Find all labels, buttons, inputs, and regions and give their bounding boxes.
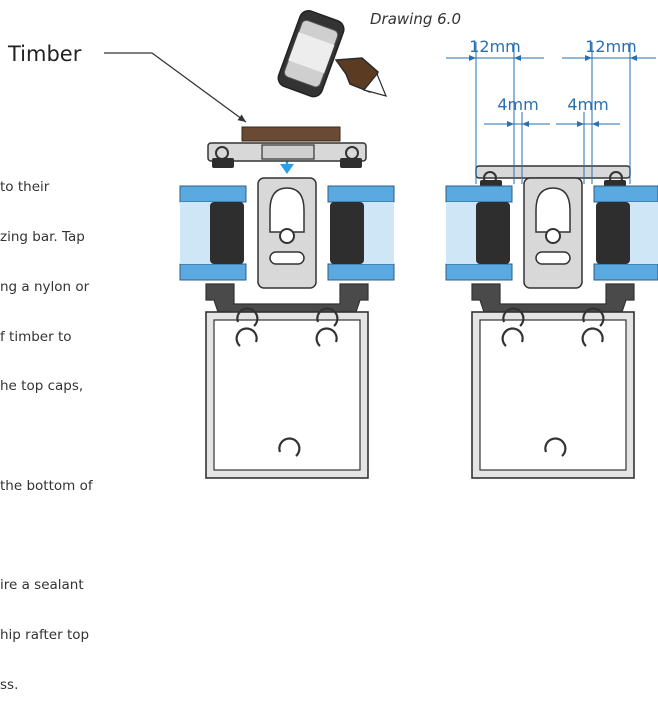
instruction-line: f timber to: [0, 328, 72, 345]
instruction-line: hip rafter top: [0, 627, 90, 644]
instruction-line: to their: [0, 179, 50, 196]
dimension-12mm-right-label: 12mm: [585, 37, 637, 56]
dimension-4mm-right: 4mm: [556, 95, 620, 127]
glazing-bar-diagram: Drawing 6.0 Timber: [7, 9, 658, 479]
instruction-line: ng a nylon or: [0, 278, 90, 295]
timber-leader-line: [104, 52, 247, 123]
instruction-line: [0, 528, 190, 545]
instruction-text: to their zing bar. Tap ng a nylon or f t…: [0, 146, 190, 710]
glazing-bar-left: [179, 142, 395, 479]
dimension-12mm-right: 12mm: [562, 37, 656, 61]
drawing-title: Drawing 6.0: [370, 10, 461, 28]
timber-block: [241, 126, 341, 142]
dimension-4mm-right-label: 4mm: [567, 95, 608, 114]
instruction-line: ss.: [0, 677, 19, 693]
mallet-icon: [277, 9, 388, 98]
instruction-line: ire a sealant: [0, 577, 84, 594]
instruction-line: zing bar. Tap: [0, 228, 85, 245]
instruction-line: the bottom of: [0, 477, 93, 494]
timber-label: Timber: [7, 42, 82, 66]
dimension-4mm-left-label: 4mm: [497, 95, 538, 114]
glazing-bar-right: [445, 165, 658, 479]
instruction-line: [0, 428, 190, 445]
instruction-line: he top caps,: [0, 378, 84, 395]
dimension-4mm-left: 4mm: [484, 95, 550, 127]
dimension-12mm-left-label: 12mm: [469, 37, 521, 56]
dimension-extension-lines: [475, 42, 631, 184]
dimension-12mm-left: 12mm: [446, 37, 544, 61]
